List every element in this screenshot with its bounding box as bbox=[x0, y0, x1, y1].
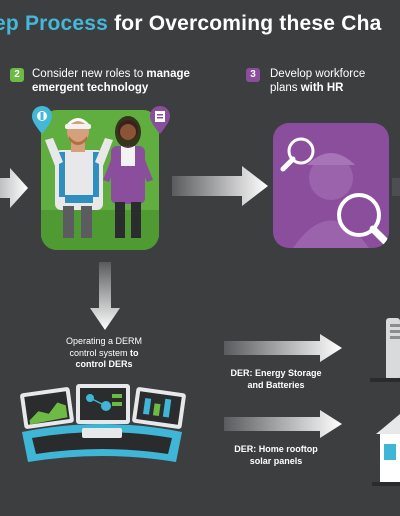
der-solar-label: DER: Home rooftop solar panels bbox=[216, 444, 336, 467]
step-2-text-plain: Consider new roles to bbox=[32, 68, 147, 80]
step-3-text-bold: with HR bbox=[300, 82, 344, 94]
arrow-right-icon bbox=[172, 166, 268, 206]
derm-line2-plain: control system bbox=[69, 347, 131, 358]
step-3-text-plain: plans bbox=[270, 82, 301, 94]
arrow-down-icon bbox=[90, 262, 120, 330]
step-2-text-bold-1: manage bbox=[146, 68, 190, 80]
workers-card bbox=[41, 110, 159, 250]
step-2-text: Consider new roles to manage emergent te… bbox=[32, 67, 232, 95]
arrow-right-icon bbox=[392, 178, 400, 196]
workers-illustration bbox=[41, 116, 159, 250]
manager-figure bbox=[103, 116, 153, 238]
step-3-text: Develop workforce plans with HR bbox=[270, 67, 400, 95]
der-storage-label: DER: Energy Storage and Batteries bbox=[216, 368, 336, 391]
derm-line1: Operating a DERM bbox=[65, 336, 143, 346]
arrow-right-icon bbox=[224, 334, 342, 362]
arrow-right-icon bbox=[0, 168, 28, 208]
page-title: ep Process for Overcoming these Cha bbox=[0, 12, 381, 36]
der-solar-line1: DER: Home rooftop bbox=[234, 444, 318, 454]
step-3-text-line1: Develop workforce bbox=[270, 68, 366, 80]
derm-line3-bold: control DERs bbox=[75, 359, 133, 369]
step-3-badge: 3 bbox=[246, 68, 260, 82]
pin-document-icon bbox=[150, 106, 170, 134]
engineer-figure bbox=[45, 118, 113, 238]
step-2-badge: 2 bbox=[10, 68, 24, 82]
arrow-right-icon bbox=[224, 410, 342, 438]
step-2-text-bold-2: emergent technology bbox=[32, 82, 149, 94]
magnifier-icon bbox=[337, 193, 389, 245]
derm-line2-bold: to bbox=[130, 347, 139, 358]
der-storage-line2: and Batteries bbox=[247, 379, 305, 390]
workforce-illustration bbox=[280, 137, 389, 248]
derm-label: Operating a DERM control system to contr… bbox=[44, 336, 164, 371]
der-storage-line1: DER: Energy Storage bbox=[230, 368, 322, 378]
der-solar-line2: solar panels bbox=[249, 455, 303, 466]
title-rest: for Overcoming these Cha bbox=[108, 12, 382, 35]
workforce-card bbox=[273, 123, 389, 248]
battery-storage-illustration bbox=[370, 318, 400, 382]
title-highlight: ep Process bbox=[0, 12, 109, 35]
home-solar-illustration bbox=[372, 414, 400, 486]
derm-control-station bbox=[20, 384, 186, 462]
pin-tool-icon bbox=[32, 106, 52, 134]
magnifier-icon bbox=[280, 137, 315, 172]
